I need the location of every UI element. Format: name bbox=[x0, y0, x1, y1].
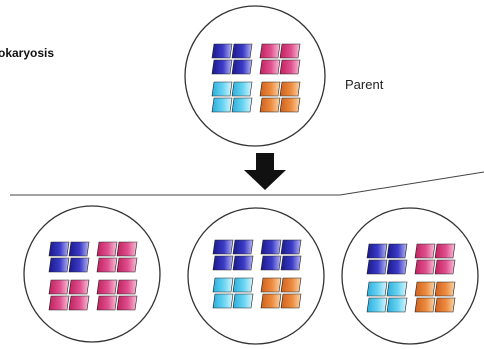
orange-chromatin-square bbox=[280, 277, 302, 293]
blue-chromatin-square bbox=[232, 239, 254, 255]
orange-chromatin-square bbox=[260, 277, 282, 293]
cyan-chromatin-square bbox=[366, 297, 388, 313]
blue-chromatin-square bbox=[260, 239, 282, 255]
pink-chromatin-square bbox=[434, 259, 456, 275]
orange-chromatin-square bbox=[434, 281, 456, 297]
orange-chromatin-square bbox=[260, 293, 282, 309]
orange-chromatin-square bbox=[414, 297, 436, 313]
pink-chromatin-square bbox=[279, 59, 301, 75]
pink-chromatin-square bbox=[96, 295, 118, 311]
blue-chromatin-square bbox=[231, 43, 253, 59]
pink-nucleus-1 bbox=[259, 43, 301, 75]
pink-chromatin-square bbox=[116, 241, 138, 257]
blue-chromatin-square bbox=[212, 239, 234, 255]
pink-chromatin-square bbox=[68, 295, 90, 311]
daughter-3-nuclei bbox=[366, 243, 456, 313]
blue-nucleus-1 bbox=[260, 239, 302, 271]
diagram-title: okaryosis bbox=[0, 46, 55, 60]
daughter-cell-1 bbox=[23, 205, 161, 343]
blue-chromatin-square bbox=[68, 241, 90, 257]
parent-cell bbox=[184, 5, 326, 147]
arrow-head bbox=[244, 170, 286, 190]
pink-chromatin-square bbox=[279, 43, 301, 59]
blue-chromatin-square bbox=[366, 243, 388, 259]
cyan-chromatin-square bbox=[386, 297, 408, 313]
orange-chromatin-square bbox=[259, 81, 281, 97]
cyan-chromatin-square bbox=[212, 293, 234, 309]
orange-nucleus-3 bbox=[414, 281, 456, 313]
pink-chromatin-square bbox=[116, 295, 138, 311]
blue-chromatin-square bbox=[280, 239, 302, 255]
pink-nucleus-3 bbox=[96, 279, 138, 311]
pink-nucleus-1 bbox=[96, 241, 138, 273]
pink-chromatin-square bbox=[116, 279, 138, 295]
parent-cell-membrane bbox=[184, 5, 326, 147]
orange-chromatin-square bbox=[259, 97, 281, 113]
orange-nucleus-3 bbox=[260, 277, 302, 309]
cyan-chromatin-square bbox=[386, 281, 408, 297]
cyan-nucleus-2 bbox=[211, 81, 253, 113]
daughter-cell-3 bbox=[341, 207, 479, 345]
pink-chromatin-square bbox=[414, 243, 436, 259]
cyan-chromatin-square bbox=[231, 81, 253, 97]
daughter-cell-2 bbox=[187, 207, 325, 345]
pink-chromatin-square bbox=[96, 241, 118, 257]
cyan-chromatin-square bbox=[231, 97, 253, 113]
blue-chromatin-square bbox=[212, 255, 234, 271]
cyan-chromatin-square bbox=[211, 81, 233, 97]
separator-line bbox=[10, 171, 484, 196]
blue-chromatin-square bbox=[231, 59, 253, 75]
orange-chromatin-square bbox=[414, 281, 436, 297]
cyan-nucleus-2 bbox=[366, 281, 408, 313]
blue-chromatin-square bbox=[232, 255, 254, 271]
pink-chromatin-square bbox=[434, 243, 456, 259]
orange-chromatin-square bbox=[434, 297, 456, 313]
cyan-chromatin-square bbox=[232, 277, 254, 293]
cyan-chromatin-square bbox=[232, 293, 254, 309]
blue-chromatin-square bbox=[211, 59, 233, 75]
blue-nucleus-0 bbox=[366, 243, 408, 275]
pink-chromatin-square bbox=[96, 257, 118, 273]
cyan-chromatin-square bbox=[211, 97, 233, 113]
pink-chromatin-square bbox=[48, 295, 70, 311]
pink-nucleus-1 bbox=[414, 243, 456, 275]
pink-chromatin-square bbox=[259, 59, 281, 75]
blue-nucleus-0 bbox=[212, 239, 254, 271]
blue-chromatin-square bbox=[211, 43, 233, 59]
pink-chromatin-square bbox=[68, 279, 90, 295]
pink-chromatin-square bbox=[48, 279, 70, 295]
orange-chromatin-square bbox=[279, 81, 301, 97]
blue-chromatin-square bbox=[48, 257, 70, 273]
cyan-chromatin-square bbox=[212, 277, 234, 293]
blue-nucleus-0 bbox=[211, 43, 253, 75]
blue-chromatin-square bbox=[386, 243, 408, 259]
pink-nucleus-2 bbox=[48, 279, 90, 311]
orange-chromatin-square bbox=[280, 293, 302, 309]
pink-chromatin-square bbox=[96, 279, 118, 295]
blue-nucleus-0 bbox=[48, 241, 90, 273]
cyan-chromatin-square bbox=[366, 281, 388, 297]
blue-chromatin-square bbox=[260, 255, 282, 271]
pink-chromatin-square bbox=[414, 259, 436, 275]
parent-label: Parent bbox=[345, 77, 384, 92]
division-arrow bbox=[244, 153, 286, 190]
blue-chromatin-square bbox=[68, 257, 90, 273]
pink-chromatin-square bbox=[116, 257, 138, 273]
pink-chromatin-square bbox=[259, 43, 281, 59]
blue-chromatin-square bbox=[386, 259, 408, 275]
blue-chromatin-square bbox=[280, 255, 302, 271]
orange-chromatin-square bbox=[279, 97, 301, 113]
daughter-1-nuclei bbox=[48, 241, 138, 311]
orange-nucleus-3 bbox=[259, 81, 301, 113]
parent-nuclei bbox=[211, 43, 301, 113]
arrow-shaft bbox=[256, 153, 274, 170]
cyan-nucleus-2 bbox=[212, 277, 254, 309]
blue-chromatin-square bbox=[366, 259, 388, 275]
blue-chromatin-square bbox=[48, 241, 70, 257]
daughter-2-nuclei bbox=[212, 239, 302, 309]
